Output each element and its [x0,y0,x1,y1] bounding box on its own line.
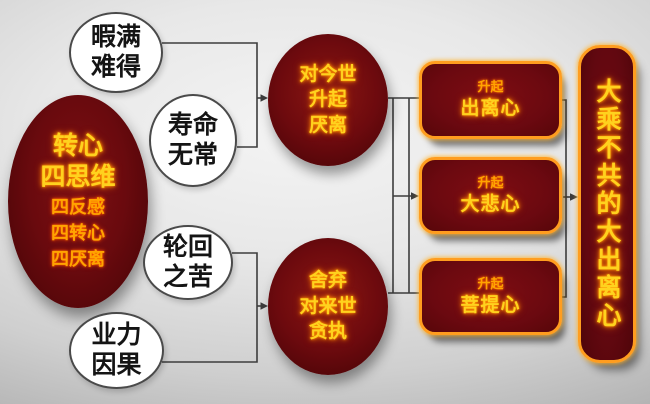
bracket-top-left [162,42,258,148]
bracket-right [561,99,567,298]
circle-text-line: 厌离 [308,114,347,136]
circle-renounce-this-life: 对今世 升起 厌离 [268,34,388,166]
circle-text-line: 对来世 [299,295,357,317]
main-topic-sub-line1: 四反感 [51,196,105,217]
box-main-label: 出离心 [460,98,521,120]
ellipse-label-line: 之苦 [162,262,213,291]
circle-text-line: 升起 [308,89,347,111]
bar-vertical-text: 大乘不共的大出离心 [593,78,621,330]
main-topic-sub-line2: 四转心 [51,222,105,243]
box-great-compassion-mind: 升起 大悲心 [419,157,562,234]
main-topic-ellipse: 转心 四思维 四反感 四转心 四厌离 [8,95,148,308]
arrowhead-circle2 [260,302,268,310]
box-renunciation-mind: 升起 出离心 [419,61,562,139]
ellipse-leisure-rarity: 暇满 难得 [69,12,163,93]
circle-text-line: 舍弃 [308,270,347,292]
ellipse-karma-causality: 业力 因果 [69,312,164,389]
main-topic-sub-line3: 四厌离 [51,248,105,269]
circle-text-line: 贪执 [308,321,347,343]
box-top-label: 升起 [477,275,504,291]
arrowhead-box2 [411,192,419,200]
box-main-label: 菩提心 [460,294,521,316]
ellipse-label-line: 寿命 [167,111,218,139]
circle-text-line: 对今世 [299,63,357,85]
ellipse-label-line: 因果 [91,350,142,379]
ellipse-label-line: 暇满 [90,23,141,51]
ellipse-label-line: 无常 [167,140,218,169]
box-main-label: 大悲心 [460,193,521,215]
box-bodhicitta-mind: 升起 菩提心 [419,258,562,335]
ellipse-label-line: 难得 [90,52,141,81]
box-top-label: 升起 [477,174,504,190]
ellipse-samsara-suffering: 轮回 之苦 [143,225,233,300]
arrowhead-bar [570,193,578,201]
ellipse-label-line: 业力 [91,321,142,349]
bracket-bottom-left [162,252,258,363]
circle-abandon-future-craving: 舍弃 对来世 贪执 [268,238,388,375]
bar-mahayana-great-renunciation: 大乘不共的大出离心 [578,45,636,363]
box-top-label: 升起 [477,79,504,95]
main-topic-title-line1: 转心 [52,132,103,161]
ellipse-label-line: 轮回 [162,233,213,261]
main-topic-title-line2: 四思维 [40,163,116,192]
ellipse-impermanence: 寿命 无常 [149,94,237,187]
arrowhead-circle1 [260,94,268,102]
